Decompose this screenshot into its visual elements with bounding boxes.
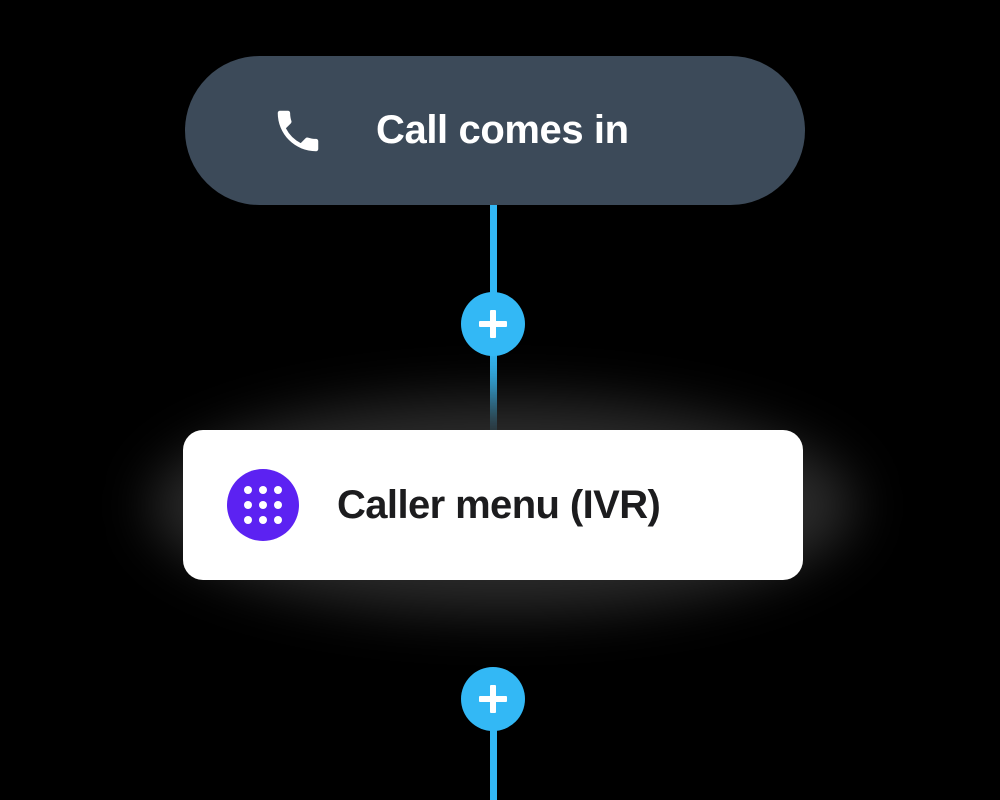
connector-line-add1-to-ivr (490, 318, 497, 436)
add-step-button-2[interactable] (461, 667, 525, 731)
plus-icon (477, 308, 509, 340)
dialpad-dot (259, 486, 267, 494)
dialpad-dot (274, 501, 282, 509)
dialpad-dot (244, 516, 252, 524)
add-step-button-1[interactable] (461, 292, 525, 356)
plus-icon (477, 683, 509, 715)
dialpad-dot (259, 516, 267, 524)
dialpad-dot (274, 486, 282, 494)
dialpad-icon (227, 469, 299, 541)
dialpad-dot-grid (244, 486, 282, 524)
dialpad-dot (259, 501, 267, 509)
phone-call-icon (270, 103, 326, 159)
flow-node-caller-menu-ivr[interactable]: Caller menu (IVR) (183, 430, 803, 580)
flow-node-label-ivr: Caller menu (IVR) (337, 482, 661, 527)
connector-line-add2-downward (490, 693, 497, 800)
dialpad-dot (244, 486, 252, 494)
flow-node-call-comes-in[interactable]: Call comes in (185, 56, 805, 205)
dialpad-dot (274, 516, 282, 524)
flow-node-label-trigger: Call comes in (376, 108, 629, 152)
connector-line-trigger-to-add1 (490, 200, 497, 330)
dialpad-dot (244, 501, 252, 509)
